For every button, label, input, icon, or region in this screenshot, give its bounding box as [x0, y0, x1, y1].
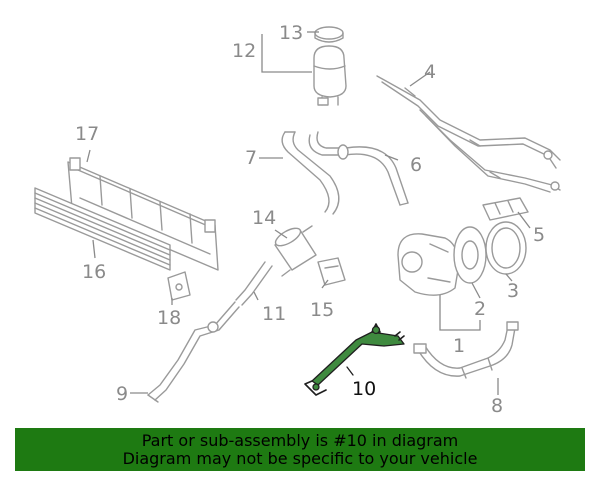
notice-line-1: Part or sub-assembly is #10 in diagram [141, 431, 459, 450]
part-1-compressor[interactable] [397, 233, 459, 296]
callout-17: 17 [75, 123, 99, 145]
callout-15: 15 [310, 299, 334, 321]
part-6-hose[interactable] [308, 131, 409, 206]
notice-banner: Part or sub-assembly is #10 in diagram D… [15, 428, 585, 471]
callout-7: 7 [245, 147, 257, 169]
part-7-hose[interactable] [281, 131, 340, 215]
callout-1: 1 [453, 335, 465, 357]
callout-2: 2 [474, 298, 486, 320]
part-16-cooler[interactable] [34, 187, 171, 271]
callout-16: 16 [82, 261, 106, 283]
part-5-bracket[interactable] [482, 197, 529, 221]
part-4-hose-assembly[interactable] [376, 75, 561, 193]
part-3-pulley[interactable] [485, 221, 527, 275]
callout-11: 11 [262, 303, 286, 325]
part-9-line[interactable] [147, 301, 240, 403]
part-15-bracket[interactable] [317, 257, 346, 286]
part-11-hose[interactable] [235, 261, 273, 306]
callout-5: 5 [533, 224, 545, 246]
callout-14: 14 [252, 207, 276, 229]
parts-diagram: 13 12 4 5 3 2 1 7 6 14 17 16 18 11 15 8 … [34, 22, 561, 417]
leader-lines [86, 31, 531, 395]
notice-line-2: Diagram may not be specific to your vehi… [122, 449, 478, 468]
part-8-hose[interactable] [413, 321, 519, 379]
callout-6: 6 [410, 154, 422, 176]
callout-4: 4 [424, 61, 436, 83]
callout-3: 3 [507, 280, 519, 302]
callout-13: 13 [279, 22, 303, 44]
part-2-clutch[interactable] [453, 226, 487, 284]
part-12-reservoir[interactable] [313, 45, 347, 106]
part-18-clip[interactable] [167, 271, 191, 301]
callout-18: 18 [157, 307, 181, 329]
callout-10: 10 [352, 378, 376, 400]
part-10-line[interactable] [304, 323, 405, 396]
callout-9: 9 [116, 383, 128, 405]
callout-8: 8 [491, 395, 503, 417]
part-13-cap[interactable] [314, 26, 344, 43]
callout-12: 12 [232, 40, 256, 62]
part-17-frame[interactable] [67, 157, 219, 271]
part-14-filter[interactable] [273, 225, 317, 277]
